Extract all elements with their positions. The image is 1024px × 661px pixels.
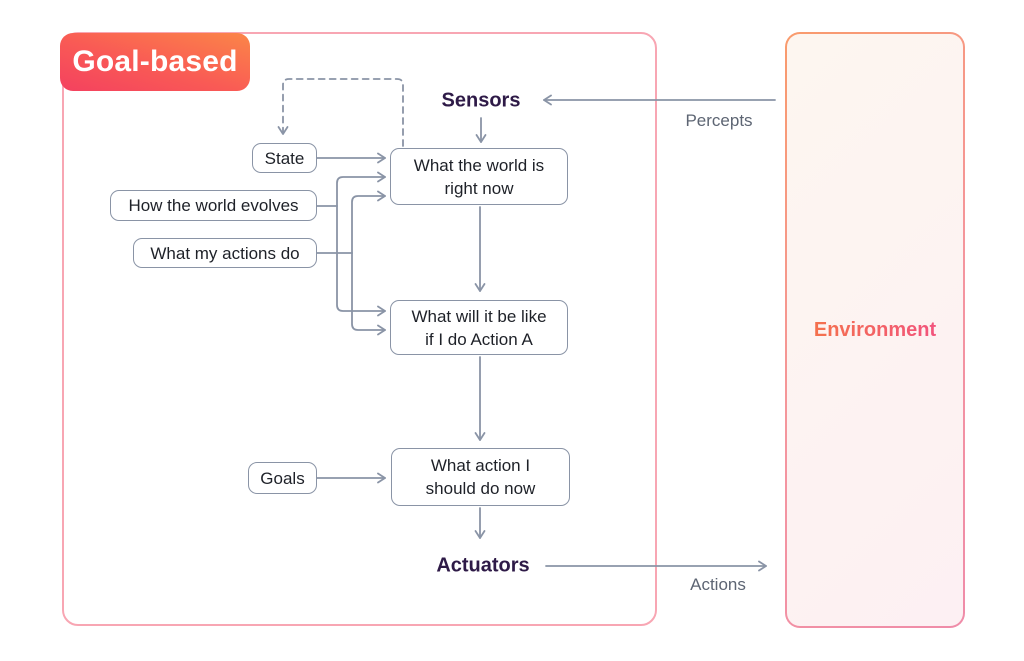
actuators-label: Actuators (436, 554, 530, 577)
how-world-evolves-box: How the world evolves (110, 190, 317, 221)
what-will-it-be-like-box: What will it be like if I do Action A (390, 300, 568, 355)
environment-box-fill: Environment (787, 34, 963, 626)
what-world-is-right-now-box: What the world is right now (390, 148, 568, 205)
state-box: State (252, 143, 317, 173)
percepts-label: Percepts (685, 111, 753, 130)
actions-label: Actions (690, 575, 746, 594)
goal-based-badge: Goal-based (60, 33, 250, 91)
goals-box: Goals (248, 462, 317, 494)
goal-based-badge-label: Goal-based (72, 45, 238, 78)
sensors-label: Sensors (441, 89, 521, 112)
environment-box: Environment (785, 32, 965, 628)
what-my-actions-do-box: What my actions do (133, 238, 317, 268)
what-action-should-do-box: What action I should do now (391, 448, 570, 506)
environment-label: Environment (813, 318, 937, 341)
